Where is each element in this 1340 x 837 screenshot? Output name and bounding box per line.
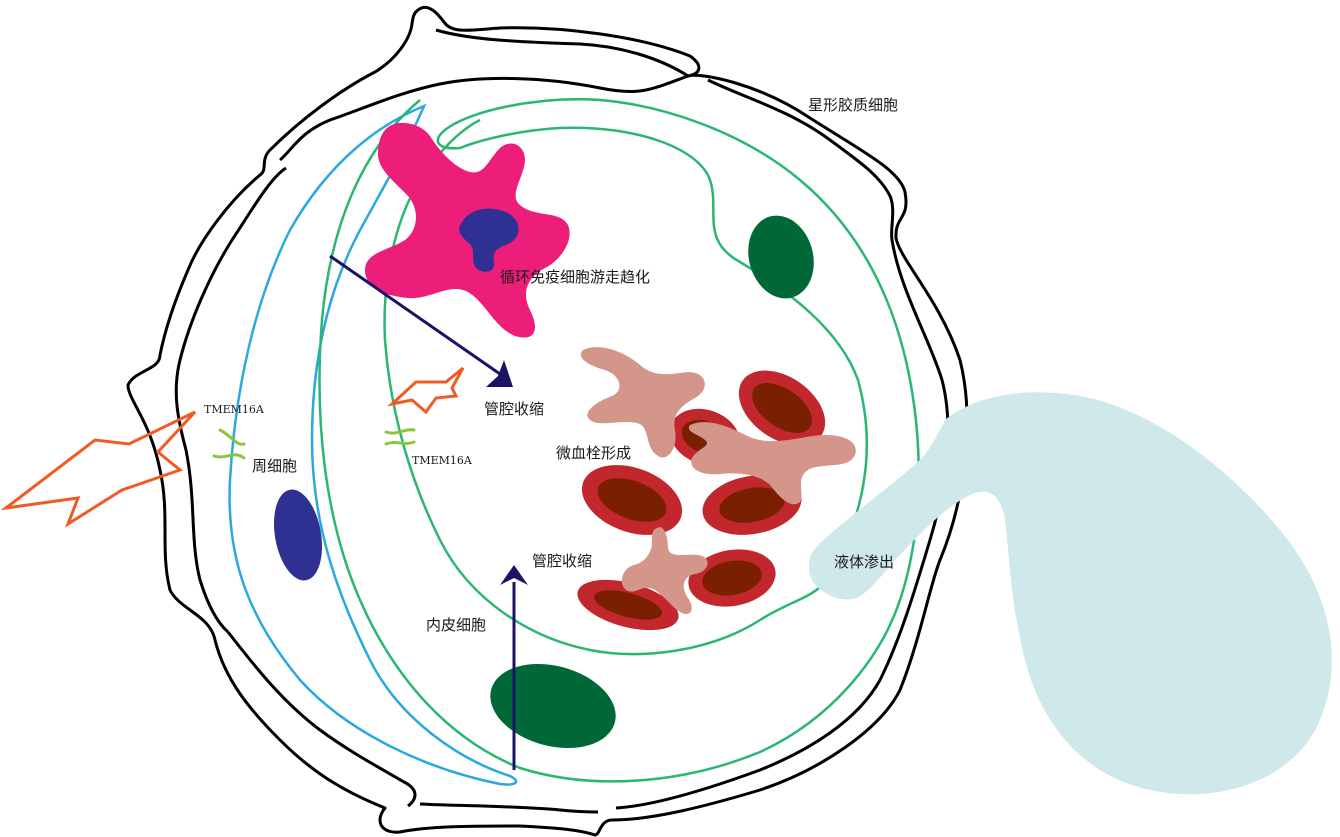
tmem16a-channel-left — [212, 428, 246, 460]
platelets — [580, 347, 856, 615]
label-pericyte: 周细胞 — [252, 457, 297, 475]
pericyte-nucleus — [273, 489, 323, 581]
label-lumen-constriction-bottom: 管腔收缩 — [532, 552, 592, 570]
immune-cell-nucleus — [459, 208, 519, 272]
lightning-star-icon — [0, 410, 197, 528]
lightning-star-icon — [387, 366, 465, 415]
platelet-middle — [688, 422, 856, 505]
label-fluid-leak: 液体渗出 — [834, 553, 894, 571]
tmem16a-channel-right — [384, 428, 416, 446]
arrow-immune-to-lumen — [329, 254, 501, 376]
label-tmem-left: TMEM16A — [204, 403, 265, 416]
endothelial-nucleus-bottom — [490, 663, 616, 749]
astrocyte-endfeet — [126, 5, 969, 837]
label-microthrombus: 微血栓形成 — [556, 444, 631, 462]
label-immune-chemotaxis: 循环免疫细胞游走趋化 — [500, 268, 650, 286]
label-tmem-right: TMEM16A — [412, 454, 473, 467]
label-endothelial: 内皮细胞 — [426, 616, 486, 634]
endothelium — [318, 98, 920, 783]
endothelial-nucleus-top — [748, 215, 814, 299]
fluid-leak-drop — [808, 392, 1332, 795]
label-lumen-constriction-top: 管腔收缩 — [484, 400, 544, 418]
arrow-head-up — [500, 565, 528, 585]
arrows — [329, 254, 528, 770]
arrow-head-immune — [486, 360, 513, 387]
label-astrocyte: 星形胶质细胞 — [808, 96, 898, 114]
platelet-top — [580, 347, 705, 458]
platelet-bottom — [621, 527, 708, 615]
